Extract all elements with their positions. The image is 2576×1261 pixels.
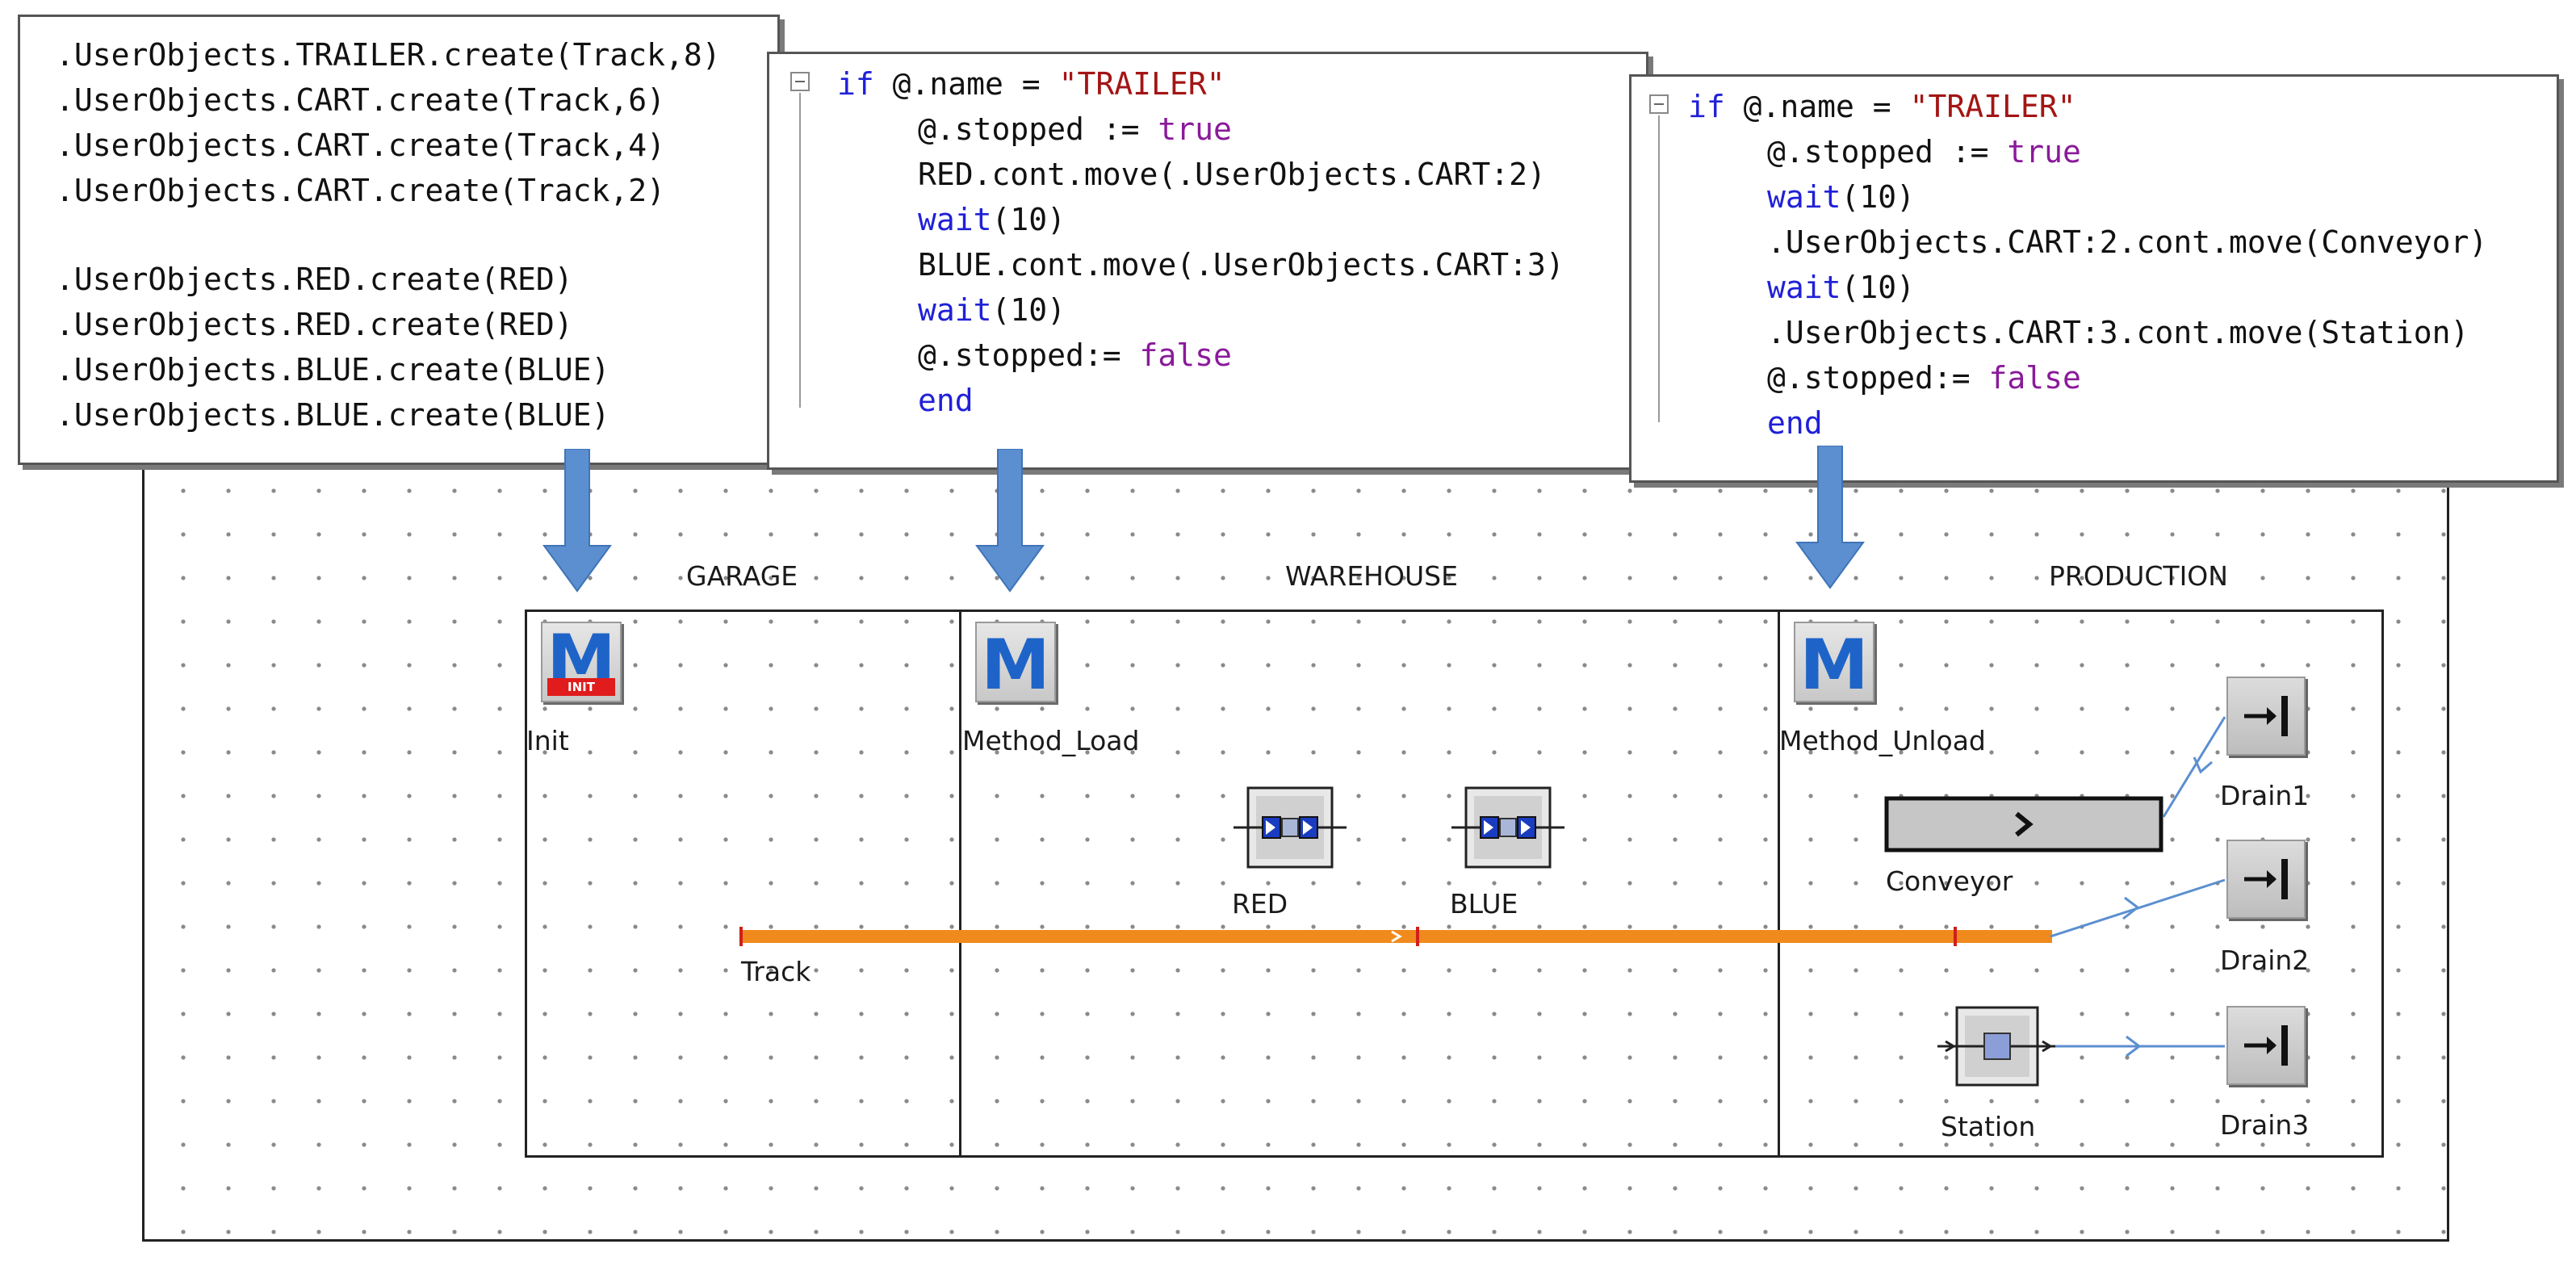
code-line: .UserObjects.RED.create(RED) — [56, 262, 573, 297]
code-line: wait(10) — [1767, 270, 1916, 305]
section-frame — [525, 610, 2384, 1158]
unload-code-box: if @.name = "TRAILER" @.stopped := true … — [1629, 74, 2559, 483]
init-code-box: .UserObjects.TRAILER.create(Track,8) .Us… — [18, 15, 780, 465]
code-line: if @.name = "TRAILER" — [1688, 89, 2076, 124]
init-badge: INIT — [547, 678, 615, 696]
code-line: wait(10) — [918, 292, 1066, 328]
code-line: .UserObjects.RED.create(RED) — [56, 307, 573, 342]
drain-arrow-icon — [2244, 1025, 2288, 1066]
method-letter: M — [1799, 625, 1869, 706]
collapse-icon[interactable] — [790, 72, 810, 91]
conveyor-label: Conveyor — [1886, 865, 2013, 897]
code-line: .UserObjects.CART.create(Track,4) — [56, 128, 665, 163]
code-line: end — [1767, 405, 1823, 441]
down-arrow-icon — [1795, 446, 1865, 589]
drain1-label: Drain1 — [2220, 780, 2310, 811]
drain-arrow-icon — [2244, 696, 2288, 736]
code-line: RED.cont.move(.UserObjects.CART:2) — [918, 157, 1546, 192]
drain3-icon[interactable] — [2226, 1006, 2306, 1085]
fold-guide — [1658, 115, 1660, 422]
code-line: @.stopped:= false — [1767, 360, 2081, 396]
load-code-box: if @.name = "TRAILER" @.stopped := true … — [767, 52, 1648, 470]
collapse-icon[interactable] — [1649, 94, 1669, 114]
code-line: wait(10) — [918, 202, 1066, 237]
conveyor-icon[interactable] — [1884, 796, 2167, 854]
station-label: Station — [1941, 1111, 2036, 1142]
drain2-label: Drain2 — [2220, 945, 2310, 976]
method-load-icon[interactable]: M — [975, 622, 1056, 706]
code-line: .UserObjects.CART.create(Track,6) — [56, 82, 665, 118]
code-line: @.stopped := true — [918, 111, 1232, 147]
code-line: @.stopped:= false — [918, 337, 1232, 373]
station-icon[interactable] — [1937, 1003, 2059, 1091]
drain-arrow-icon — [2244, 859, 2288, 899]
section-label-garage: GARAGE — [686, 560, 798, 592]
down-arrow-icon — [542, 449, 612, 593]
drain1-icon[interactable] — [2226, 677, 2306, 756]
method-letter: M — [981, 625, 1050, 706]
code-line: .UserObjects.CART.create(Track,2) — [56, 173, 665, 208]
section-label-production: PRODUCTION — [2049, 560, 2228, 592]
code-line: BLUE.cont.move(.UserObjects.CART:3) — [918, 247, 1564, 283]
code-line: wait(10) — [1767, 179, 1916, 215]
code-line: .UserObjects.CART:2.cont.move(Conveyor) — [1767, 224, 2488, 260]
red-buffer-icon[interactable] — [1234, 783, 1347, 872]
fold-guide — [799, 93, 801, 408]
code-line: .UserObjects.BLUE.create(BLUE) — [56, 397, 610, 433]
method-unload-label: Method_Unload — [1779, 725, 1986, 756]
track-label: Track — [741, 956, 811, 987]
red-label: RED — [1232, 888, 1288, 920]
section-label-warehouse: WAREHOUSE — [1285, 560, 1458, 592]
section-divider-garage-warehouse — [959, 610, 961, 1155]
blue-label: BLUE — [1450, 888, 1518, 920]
track-line[interactable] — [739, 920, 2055, 953]
code-line: end — [918, 383, 974, 418]
blue-buffer-icon[interactable] — [1451, 783, 1564, 872]
init-method-icon[interactable]: M INIT — [541, 620, 622, 702]
method-load-label: Method_Load — [962, 725, 1140, 756]
section-divider-warehouse-production — [1778, 610, 1780, 1155]
init-label: Init — [526, 725, 569, 756]
method-unload-icon[interactable]: M — [1794, 622, 1874, 706]
code-line: .UserObjects.BLUE.create(BLUE) — [56, 352, 610, 388]
code-line: if @.name = "TRAILER" — [837, 66, 1225, 102]
code-line: @.stopped := true — [1767, 134, 2081, 170]
code-line: .UserObjects.CART:3.cont.move(Station) — [1767, 315, 2469, 350]
drain2-icon[interactable] — [2226, 840, 2306, 919]
drain3-label: Drain3 — [2220, 1109, 2310, 1141]
down-arrow-icon — [975, 449, 1045, 593]
code-line: .UserObjects.TRAILER.create(Track,8) — [56, 37, 721, 73]
